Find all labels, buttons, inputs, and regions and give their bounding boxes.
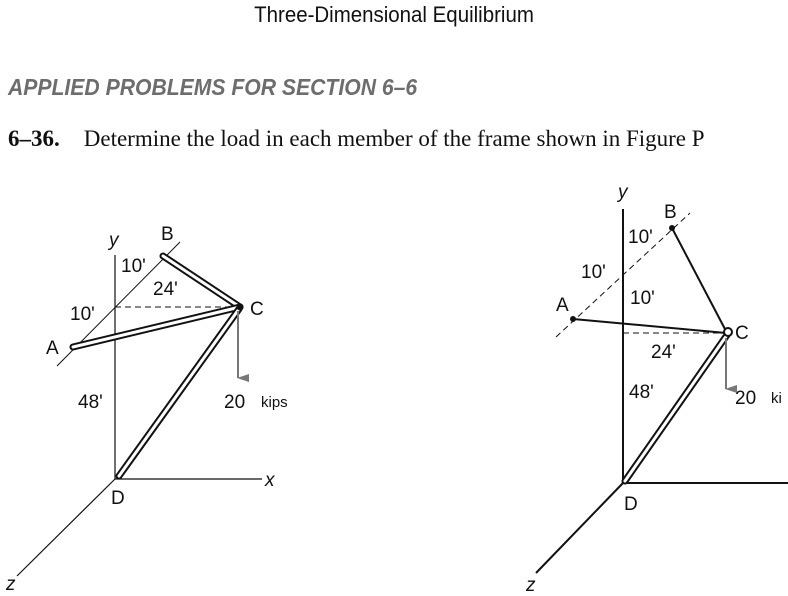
point-c-label: C (735, 323, 749, 344)
dim-24: 24' (153, 279, 178, 300)
load-value: 20 (224, 392, 245, 413)
member-bc (671, 227, 727, 332)
z-axis (16, 478, 116, 577)
load-unit: ki (771, 390, 782, 407)
point-d-label: D (111, 488, 125, 509)
point-a-label: A (46, 338, 59, 359)
member-ac (69, 303, 244, 351)
y-axis-label: y (616, 182, 629, 203)
z-axis-label: z (525, 575, 536, 596)
point-c-label: C (250, 299, 264, 320)
point-a-label: A (556, 295, 569, 316)
problem-statement: 6–36. Determine the load in each member o… (8, 126, 705, 152)
problem-text: Determine the load in each member of the… (83, 126, 705, 151)
problem-number: 6–36. (8, 126, 60, 151)
joint-b (669, 225, 675, 231)
dim-10-b: 10' (628, 227, 653, 248)
load-value: 20 (735, 388, 756, 409)
z-axis-label: z (5, 574, 16, 595)
dim-10-lower: 10' (70, 304, 95, 325)
member-ac (572, 318, 727, 334)
point-d-label: D (624, 494, 638, 515)
dim-10-upper: 10' (121, 256, 146, 277)
figure-right: y B 10' 10' 10' A C 24' 48' 20 ki D z (525, 182, 788, 596)
dim-10-a: 10' (581, 262, 606, 283)
dim-48: 48' (629, 382, 654, 403)
load-unit: kips (261, 394, 288, 411)
point-b-label: B (664, 202, 677, 223)
joint-a (570, 316, 576, 322)
member-dc (115, 305, 243, 480)
member-dc (621, 331, 731, 485)
ab-guide-line (555, 212, 691, 338)
joint-c (723, 327, 733, 337)
x-axis-label: x (264, 470, 276, 491)
figure-left: y B 10' 24' 10' A C 48' 20 kips D x z (5, 224, 288, 595)
point-b-label: B (161, 224, 174, 245)
dim-24: 24' (651, 342, 676, 363)
z-axis (535, 482, 624, 574)
y-axis-label: y (107, 230, 120, 251)
dim-10-vertical: 10' (630, 288, 655, 309)
member-bc (159, 252, 244, 311)
section-heading: APPLIED PROBLEMS FOR SECTION 6–6 (8, 74, 418, 100)
running-title: Three-Dimensional Equilibrium (254, 2, 534, 27)
dim-48: 48' (78, 392, 103, 413)
joint-c (236, 303, 244, 311)
